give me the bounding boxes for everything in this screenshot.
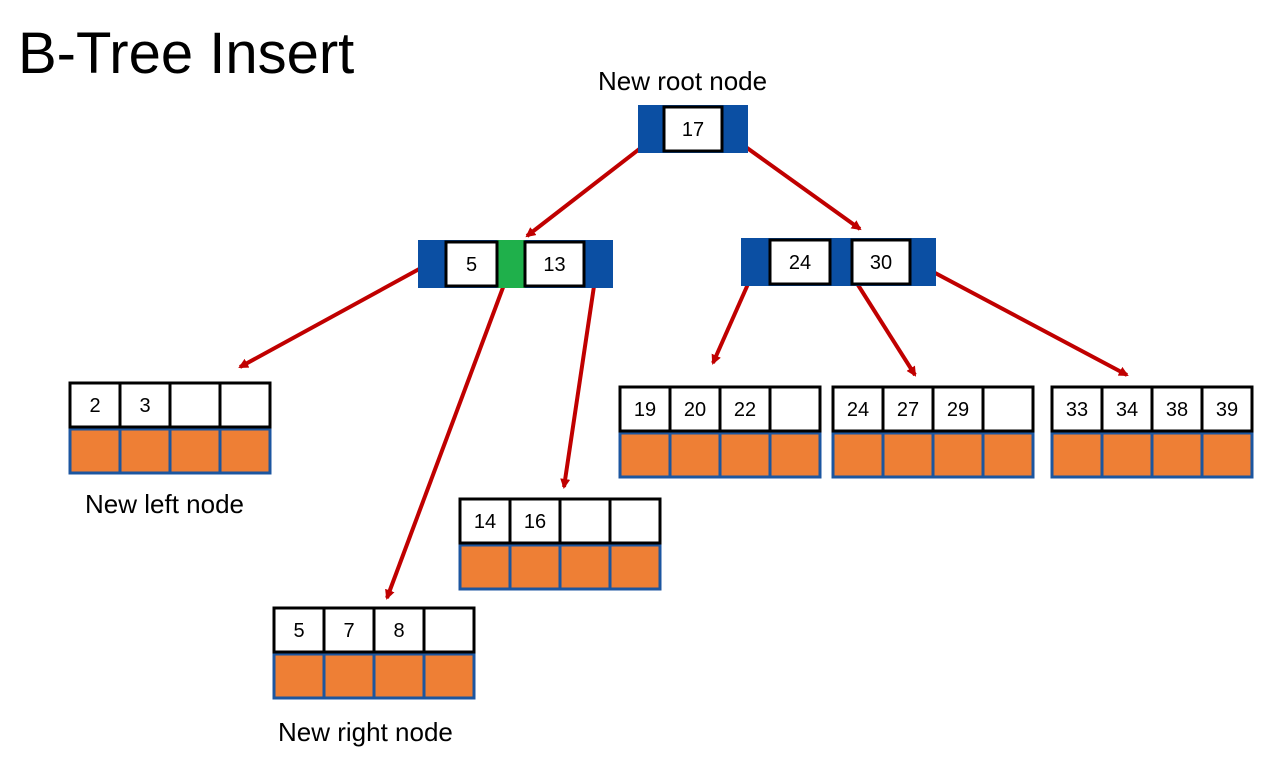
inner-node-right-key: 30 — [870, 252, 892, 274]
inner-node-left: 5 13 — [418, 240, 613, 288]
inner-node-left-key: 13 — [543, 254, 565, 276]
leaf-14-16-cell — [508, 497, 562, 545]
leaf-2-3-key: 3 — [139, 395, 150, 417]
arrow-root-to-inner-left — [525, 138, 653, 238]
root-node-cell — [662, 105, 724, 153]
inner-node-right-key: 24 — [789, 252, 811, 274]
leaf-33-34-38-39-key: 34 — [1116, 399, 1138, 421]
leaf-24-27-29-key: 24 — [847, 399, 869, 421]
leaf-19-20-22-cell — [718, 385, 772, 433]
page-title: B-Tree Insert — [18, 21, 355, 86]
leaf-19-20-22-key: 22 — [734, 399, 756, 421]
leaf-14-16-key: 16 — [524, 511, 546, 533]
leaf-24-27-29-cell — [881, 385, 935, 433]
inner-node-left-key: 5 — [466, 254, 477, 276]
root-node-key: 17 — [682, 119, 704, 141]
leaf-19-20-22: 19 20 22 — [618, 385, 822, 479]
inner-node-left-cell — [444, 240, 499, 288]
leaf-33-34-38-39: 33 34 38 39 — [1050, 385, 1254, 479]
leaf-24-27-29-key: 27 — [897, 399, 919, 421]
arrow-inner-left-to-leaf-5-7-8 — [385, 265, 513, 600]
leaf-33-34-38-39-key: 38 — [1166, 399, 1188, 421]
leaf-33-34-38-39-key: 39 — [1216, 399, 1238, 421]
arrow-inner-right-to-leaf-33-34-38-39 — [921, 264, 1129, 377]
leaf-5-7-8-cell — [422, 606, 476, 654]
leaf-2-3-key: 2 — [89, 395, 100, 417]
leaf-5-7-8: 5 7 8 — [272, 606, 476, 700]
leaf-2-3-cell — [218, 381, 272, 429]
leaf-33-34-38-39-cell — [1100, 385, 1154, 433]
inner-node-left-cell — [523, 240, 586, 288]
arrow-root-to-inner-right — [734, 138, 862, 231]
root-node-label: New root node — [598, 66, 768, 96]
right-node-label: New right node — [278, 717, 453, 747]
leaf-19-20-22-key: 19 — [634, 399, 656, 421]
leaf-5-7-8-cell — [372, 606, 426, 654]
leaf-33-34-38-39-cell — [1200, 385, 1254, 433]
inner-node-right-cell — [768, 238, 832, 286]
inner-node-right-cell — [850, 238, 912, 286]
leaf-2-3-cell — [168, 381, 222, 429]
leaf-19-20-22-key: 20 — [684, 399, 706, 421]
arrow-inner-left-to-leaf-14-16 — [560, 265, 599, 489]
leaf-14-16: 14 16 — [458, 497, 662, 591]
leaf-5-7-8-key: 5 — [293, 620, 304, 642]
leaf-19-20-22-cell — [668, 385, 722, 433]
leaf-2-3-cell — [118, 381, 172, 429]
arrow-inner-left-to-leaf-2-3 — [238, 260, 433, 369]
inner-node-right: 24 30 — [741, 238, 936, 286]
left-node-label: New left node — [85, 489, 244, 519]
leaf-14-16-cell — [558, 497, 612, 545]
leaf-5-7-8-key: 8 — [393, 620, 404, 642]
leaf-19-20-22-cell — [768, 385, 822, 433]
leaf-14-16-cell — [608, 497, 662, 545]
root-node: 17 — [638, 105, 748, 153]
leaf-24-27-29: 24 27 29 — [831, 385, 1035, 479]
leaf-5-7-8-key: 7 — [343, 620, 354, 642]
leaf-14-16-key: 14 — [474, 511, 496, 533]
leaf-24-27-29-key: 29 — [947, 399, 969, 421]
leaf-24-27-29-cell — [981, 385, 1035, 433]
leaf-33-34-38-39-key: 33 — [1066, 399, 1088, 421]
leaf-14-16-cell — [458, 497, 512, 545]
new-pointer-slot — [497, 240, 525, 288]
